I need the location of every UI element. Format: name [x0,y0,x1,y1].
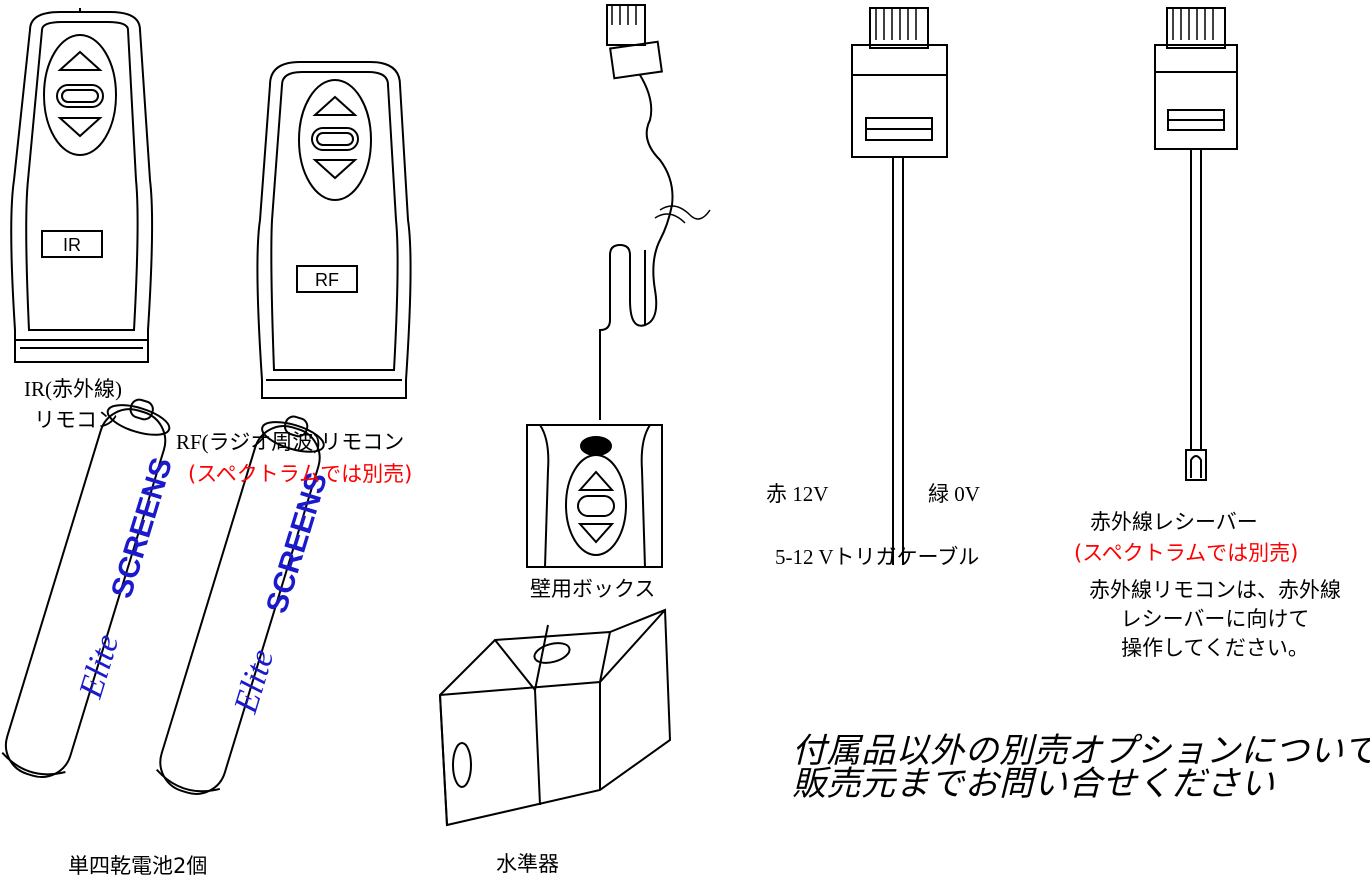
trigger-cable-label: 5-12 Vトリガケーブル [775,545,980,569]
footer-note-line2: 販売元までお問い合せください [792,764,1275,804]
ir-badge-text: IR [63,235,81,255]
footer-note: 付属品以外の別売オプションについては 販売元までお問い合せください [792,731,1370,804]
trigger-green-wire-label: 緑 0V [928,482,980,506]
battery-left-illustration [1,398,171,778]
battery-left-brand-block: SCREENS [105,454,179,602]
footer-note-line1: 付属品以外の別売オプションについては [792,731,1370,771]
battery-right-brand-block: SCREENS [260,469,334,617]
level-label: 水準器 [496,852,559,876]
ir-receiver-label: 赤外線レシーバー [1090,510,1258,534]
rf-remote-sold-separately: (スペクトラムでは別売) [188,462,413,486]
rf-remote-illustration [256,61,412,399]
battery-right-brand-script: Elite [227,645,281,718]
wall-box-illustration [526,4,711,568]
rf-badge-text: RF [315,270,339,290]
ir-remote-label-line1: IR(赤外線) [24,377,122,401]
rf-remote-label: RF(ラジオ周波)リモコン [176,430,405,454]
level-illustration [438,608,672,827]
ir-remote-label-line2: リモコン [34,408,118,432]
ir-receiver-instruction-line2: レシーバーに向けて [1120,607,1310,631]
battery-left-brand-script: Elite [72,630,126,703]
ir-receiver-instruction-line3: 操作してください。 [1121,636,1309,660]
batteries-label: 単四乾電池2個 [68,854,208,878]
ir-receiver-sold-separately: (スペクトラムでは別売) [1074,541,1299,565]
wall-box-label: 壁用ボックス [530,577,656,601]
battery-right-illustration [155,415,325,795]
ir-receiver-instruction-line1: 赤外線リモコンは、赤外線 [1089,578,1341,602]
ir-remote-illustration [10,8,154,363]
trigger-cable-illustration [851,7,948,565]
trigger-red-wire-label: 赤 12V [766,482,829,506]
ir-receiver-illustration [1154,7,1238,481]
